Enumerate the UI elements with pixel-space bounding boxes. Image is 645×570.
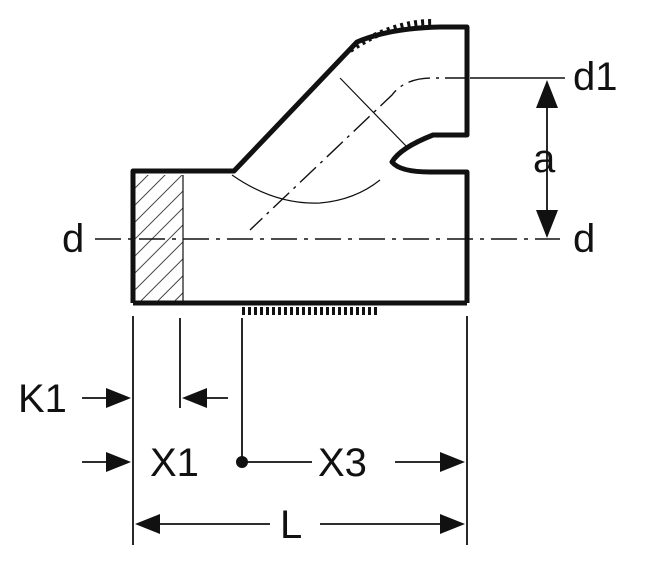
label-x1: X1 xyxy=(150,441,199,485)
label-d1: d1 xyxy=(573,55,618,99)
label-x3: X3 xyxy=(318,441,367,485)
label-k1: K1 xyxy=(18,377,67,421)
branch-inner-line xyxy=(249,77,467,231)
x3-arrow-head xyxy=(440,452,465,472)
k1-arrow-right-head xyxy=(182,388,207,408)
branch-socket-line xyxy=(339,77,409,149)
l-arrow-left-head xyxy=(135,514,160,534)
dimension-a-arrow-top xyxy=(536,80,558,108)
branch-intersection-curve xyxy=(231,174,381,204)
branch-heating-coil xyxy=(348,19,433,53)
label-d-left: d xyxy=(62,217,84,261)
l-arrow-right-head xyxy=(440,514,465,534)
label-a: a xyxy=(533,137,556,181)
x1-arrow-head xyxy=(106,452,131,472)
dimension-a-arrow-bottom xyxy=(536,210,558,238)
label-d-right: d xyxy=(573,217,595,261)
k1-arrow-left-head xyxy=(106,388,131,408)
label-l: L xyxy=(280,503,302,547)
